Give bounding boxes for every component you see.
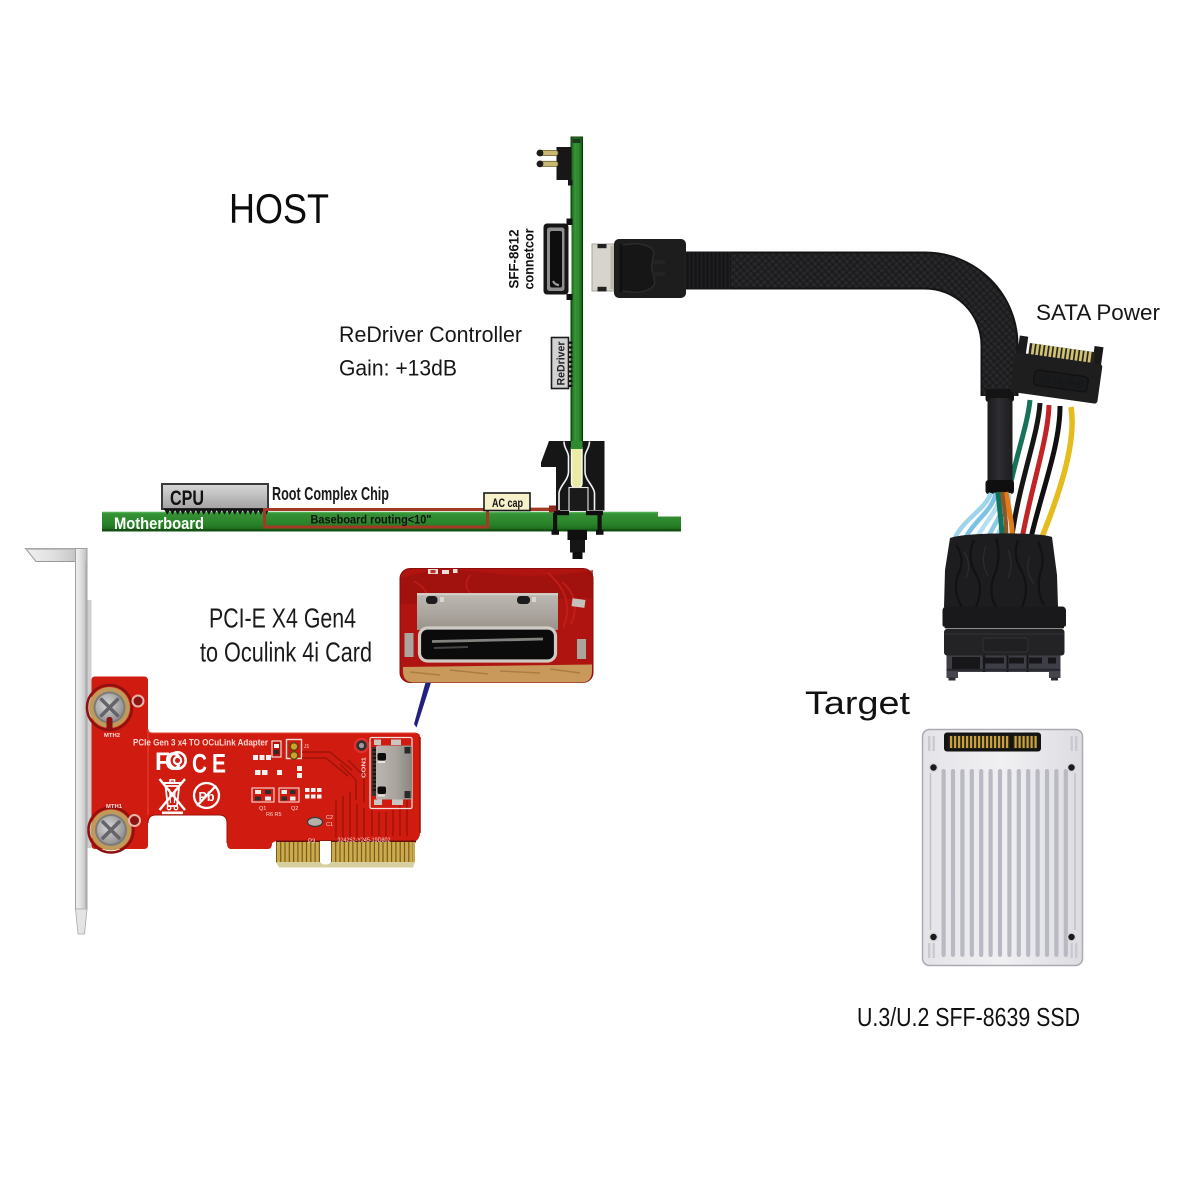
svg-text:MTH2: MTH2 — [104, 733, 120, 739]
svg-text:HOST: HOST — [229, 185, 329, 232]
svg-text:E: E — [212, 749, 226, 779]
svg-text:Gain: +13dB: Gain: +13dB — [339, 356, 457, 381]
svg-text:ReDriver: ReDriver — [556, 341, 568, 386]
svg-text:PCI-E X4 Gen4: PCI-E X4 Gen4 — [209, 603, 356, 634]
svg-text:AC cap: AC cap — [492, 496, 523, 510]
svg-text:SFF-8612: SFF-8612 — [507, 230, 522, 289]
svg-text:to Oculink 4i Card: to Oculink 4i Card — [200, 637, 372, 668]
svg-text:R6 R5: R6 R5 — [266, 812, 282, 818]
svg-text:Target: Target — [805, 685, 910, 721]
svg-text:ReDriver Controller: ReDriver Controller — [339, 322, 522, 347]
svg-text:F: F — [155, 748, 170, 776]
svg-text:Root Complex Chip: Root Complex Chip — [272, 484, 389, 504]
svg-text:Motherboard: Motherboard — [114, 514, 204, 533]
svg-text:connetcor: connetcor — [522, 228, 537, 290]
svg-text:CON1: CON1 — [362, 756, 368, 778]
svg-text:324252-Y245-19D802: 324252-Y245-19D802 — [338, 838, 392, 844]
svg-text:U.3/U.2 SFF-8639 SSD: U.3/U.2 SFF-8639 SSD — [857, 1002, 1080, 1032]
svg-text:PCIe Gen 3 x4 TO OCuLink Adapt: PCIe Gen 3 x4 TO OCuLink Adapter — [133, 738, 268, 748]
svg-text:J1: J1 — [304, 744, 310, 750]
svg-text:SATA Power: SATA Power — [1036, 300, 1160, 325]
svg-text:CPU: CPU — [170, 487, 204, 510]
svg-text:Baseboard routing<10": Baseboard routing<10" — [311, 513, 432, 527]
svg-text:C1: C1 — [326, 822, 333, 828]
svg-text:MTH1: MTH1 — [106, 804, 122, 810]
svg-text:C: C — [192, 749, 207, 779]
svg-text:C2: C2 — [326, 815, 333, 821]
svg-text:P3: P3 — [308, 839, 316, 845]
svg-text:Q1: Q1 — [259, 806, 266, 812]
svg-text:Q2: Q2 — [291, 806, 298, 812]
